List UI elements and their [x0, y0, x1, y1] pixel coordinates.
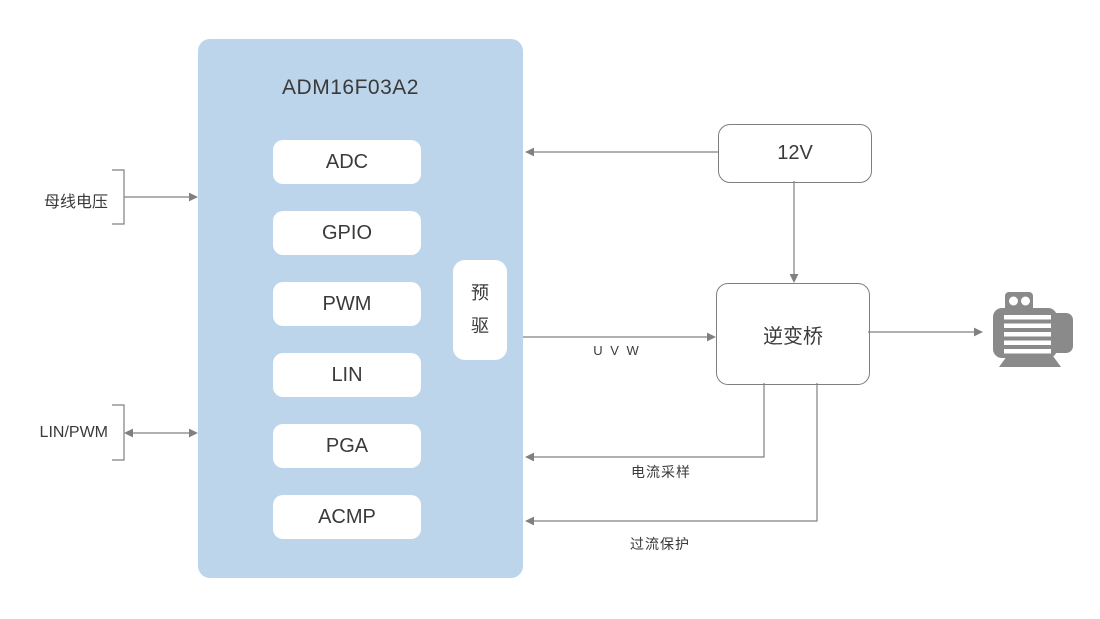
motor-icon: [993, 292, 1073, 367]
bus-voltage-label: 母线电压: [43, 194, 108, 211]
uvw-connector: [523, 332, 716, 342]
mcu-module-pga: PGA: [273, 424, 421, 468]
bus-voltage-connector: [112, 169, 198, 225]
lin-pwm-label: LIN/PWM: [39, 424, 108, 441]
mcu-module-gpio: GPIO: [273, 211, 421, 255]
overcurrent-protection-label: 过流保护: [630, 536, 690, 552]
power-to-inverter-connector: [789, 181, 799, 283]
mcu-title: ADM16F03A2: [282, 76, 419, 99]
power-to-mcu-connector: [525, 147, 718, 157]
mcu-module-adc: ADC: [273, 140, 421, 184]
inverter-bridge-box: 逆变桥: [716, 283, 870, 385]
mcu-module-acmp: ACMP: [273, 495, 421, 539]
overcurrent-connector: [525, 383, 818, 526]
mcu-module-pwm: PWM: [273, 282, 421, 326]
current-sense-connector: [525, 383, 765, 462]
uvw-label: U V W: [593, 343, 641, 358]
predriver-box: 预驱: [453, 260, 507, 360]
power-12v-box: 12V: [718, 124, 872, 183]
current-sense-label: 电流采样: [631, 464, 691, 480]
lin-pwm-connector: [112, 404, 198, 461]
mcu-module-lin: LIN: [273, 353, 421, 397]
inverter-to-motor-connector: [868, 327, 983, 337]
predriver-label: 预驱: [471, 283, 489, 336]
